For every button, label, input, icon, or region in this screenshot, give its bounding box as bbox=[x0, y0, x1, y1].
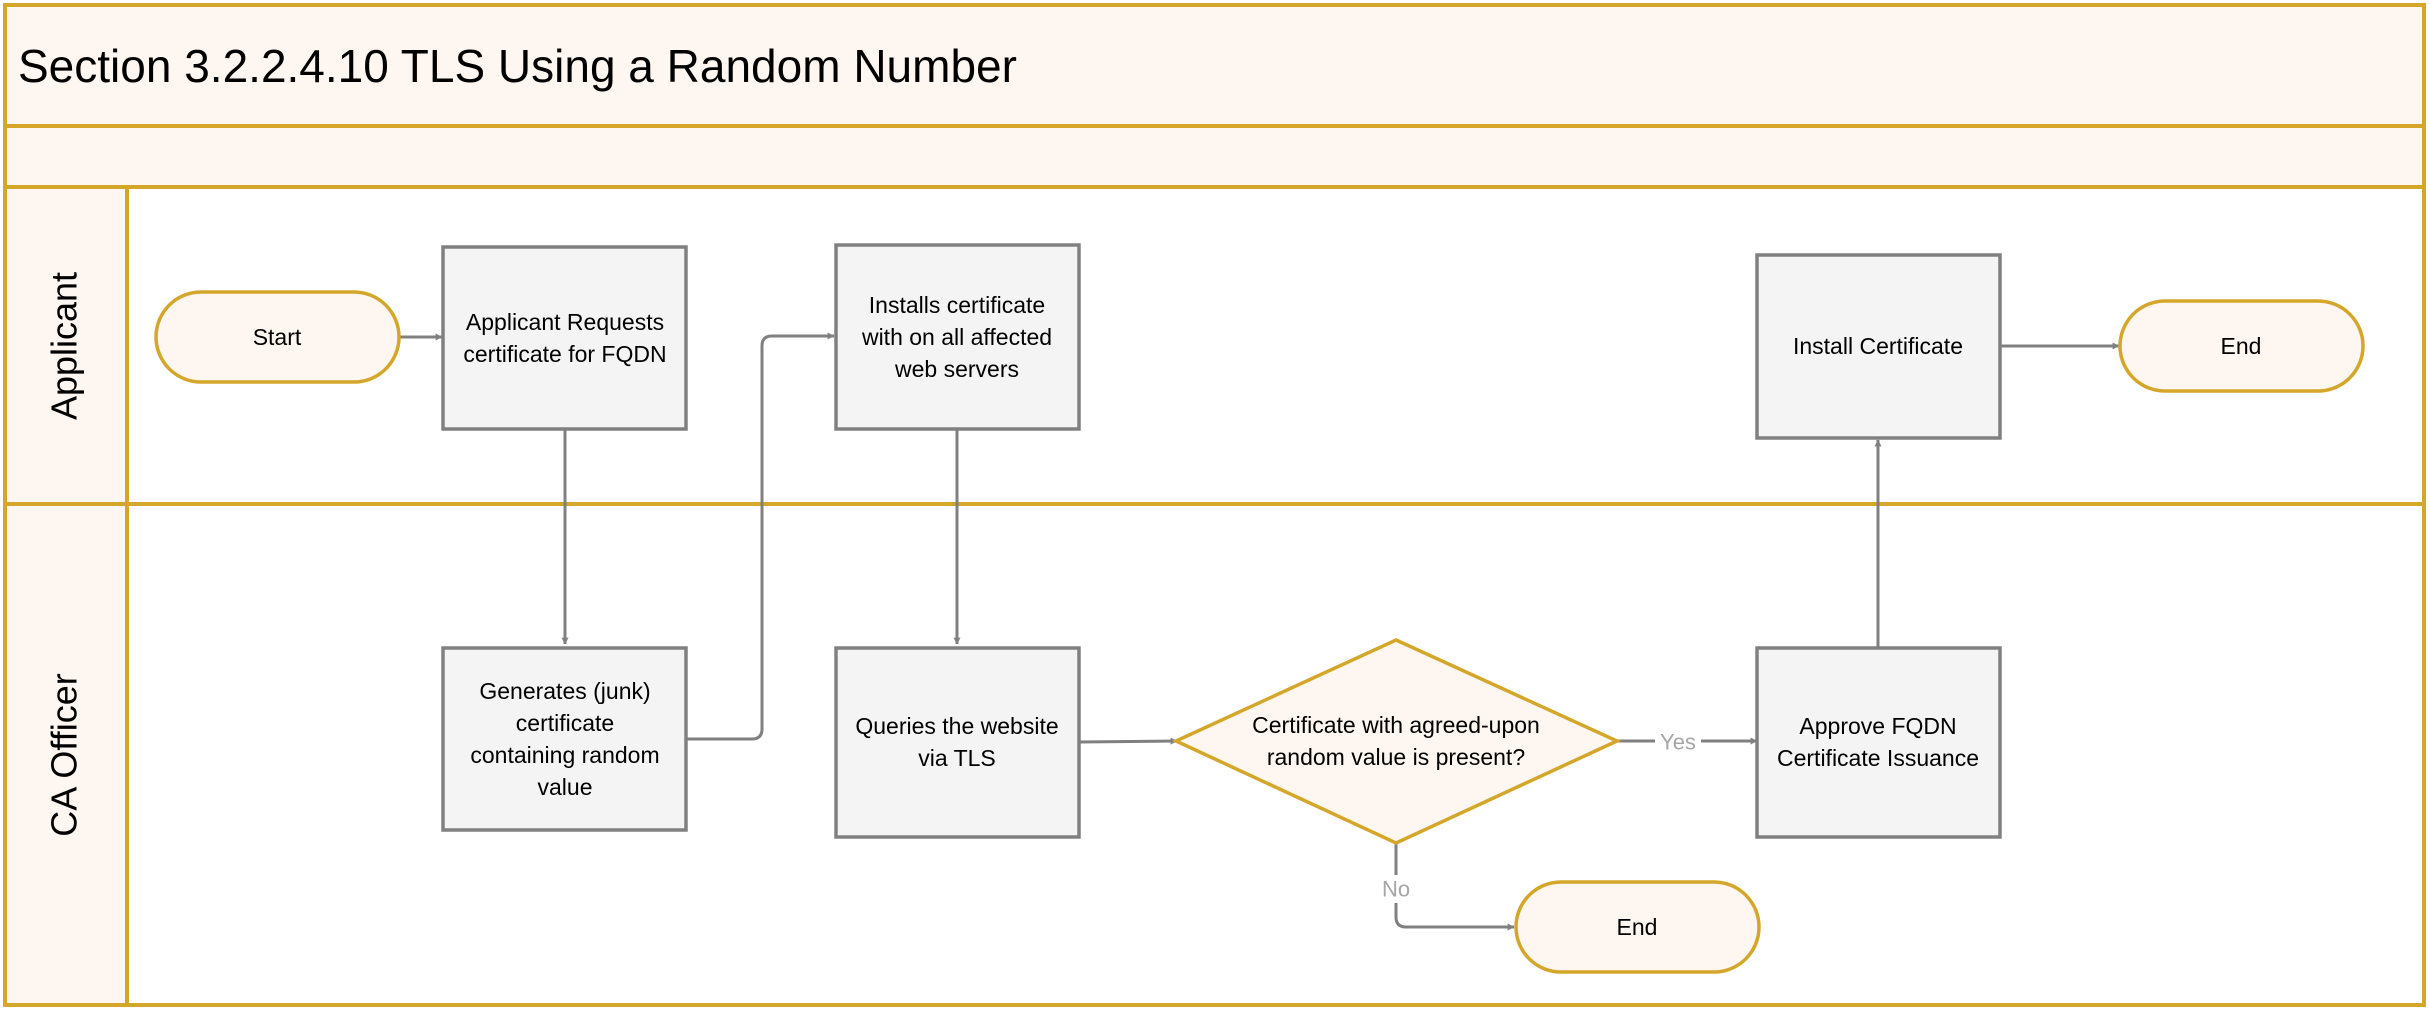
label-line: value bbox=[538, 774, 593, 800]
label-line: Certificate with agreed-upon bbox=[1252, 712, 1540, 738]
edge-queries-to-decision bbox=[1078, 737, 1178, 745]
no-label: No bbox=[1382, 877, 1410, 902]
edge-decision-no-to-end bbox=[1394, 843, 1515, 931]
label-line: Certificate Issuance bbox=[1777, 745, 1979, 771]
decision-label: Certificate with agreed-upon random value… bbox=[1252, 712, 1540, 770]
label-line: certificate bbox=[516, 710, 614, 736]
label-line: with on all affected bbox=[861, 324, 1052, 350]
queries-process-box[interactable] bbox=[834, 646, 1081, 839]
edge-generates-to-installs bbox=[686, 332, 835, 741]
label-line: Start bbox=[253, 324, 302, 350]
label-line: Approve FQDN bbox=[1799, 713, 1956, 739]
end-top-label: End bbox=[2221, 333, 2262, 359]
label-line: random value is present? bbox=[1267, 744, 1525, 770]
lane-header-column bbox=[5, 187, 127, 1005]
generates-label: Generates (junk) certificate containing ra… bbox=[470, 678, 659, 800]
start-label: Start bbox=[253, 324, 302, 350]
install-certificate-label: Install Certificate bbox=[1793, 333, 1963, 359]
installs-label: Installs certificate with on all affected… bbox=[861, 292, 1052, 382]
label-line: certificate for FQDN bbox=[463, 341, 666, 367]
page-title: Section 3.2.2.4.10 TLS Using a Random Nu… bbox=[18, 40, 1017, 92]
decision-diamond[interactable] bbox=[1171, 638, 1622, 845]
lane-label-applicant: Applicant bbox=[44, 272, 85, 420]
end-top-terminator[interactable] bbox=[2118, 299, 2365, 393]
label-line: Install Certificate bbox=[1793, 333, 1963, 359]
label-line: Generates (junk) bbox=[479, 678, 650, 704]
generates-process-box[interactable] bbox=[441, 646, 688, 832]
install-certificate-process-box[interactable] bbox=[1755, 253, 2002, 440]
no-label-background bbox=[1375, 875, 1417, 903]
yes-label-background bbox=[1655, 727, 1701, 755]
node-labels: Start Applicant Requests certificate for … bbox=[253, 292, 2262, 940]
end-bottom-terminator[interactable] bbox=[1514, 880, 1761, 974]
request-process-box[interactable] bbox=[441, 245, 688, 431]
approve-label: Approve FQDN Certificate Issuance bbox=[1777, 713, 1979, 771]
installs-process-box[interactable] bbox=[834, 243, 1081, 431]
label-line: containing random bbox=[470, 742, 659, 768]
swimlane-backgrounds bbox=[5, 5, 2424, 1005]
approve-process-box[interactable] bbox=[1755, 646, 2002, 839]
nodes bbox=[154, 243, 2365, 974]
label-line: Installs certificate bbox=[869, 292, 1045, 318]
label-line: End bbox=[2221, 333, 2262, 359]
label-line: Queries the website bbox=[855, 713, 1058, 739]
label-line: End bbox=[1617, 914, 1658, 940]
swimlane-frame bbox=[3, 3, 2426, 1007]
title-band bbox=[5, 5, 2424, 187]
start-terminator[interactable] bbox=[154, 290, 401, 384]
label-line: Applicant Requests bbox=[466, 309, 664, 335]
connectors bbox=[398, 332, 2120, 931]
request-label: Applicant Requests certificate for FQDN bbox=[463, 309, 666, 367]
label-line: web servers bbox=[894, 356, 1019, 382]
yes-label: Yes bbox=[1660, 730, 1696, 755]
lane-label-ca-officer: CA Officer bbox=[44, 673, 85, 836]
end-bottom-label: End bbox=[1617, 914, 1658, 940]
label-line: via TLS bbox=[918, 745, 996, 771]
queries-label: Queries the website via TLS bbox=[855, 713, 1058, 771]
